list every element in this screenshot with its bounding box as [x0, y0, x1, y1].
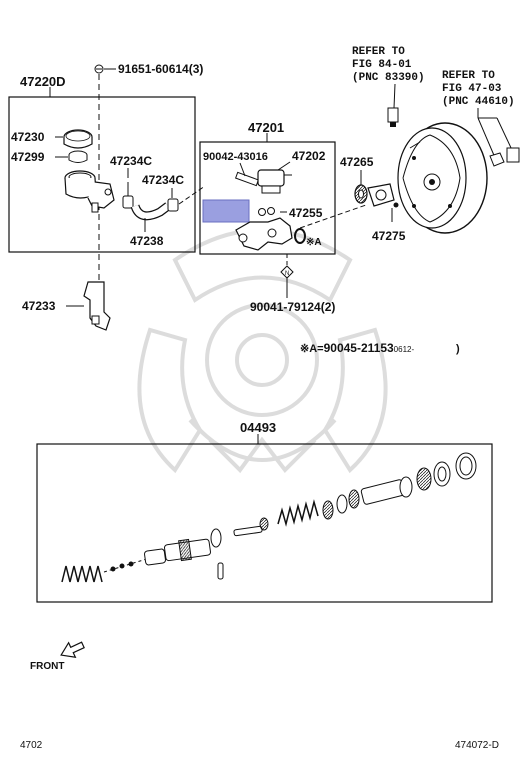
bolt-top-label: 91651-60614(3) [118, 62, 203, 76]
note-prefix: ※A= [300, 343, 324, 355]
refer-47-block[interactable]: REFER TO FIG 47-03 (PNC 44610) [442, 70, 515, 108]
hose-clip-b-icon[interactable] [167, 198, 179, 212]
nut-bottom-label: 90041-79124(2) [250, 300, 335, 314]
hose-label: 47238 [130, 234, 164, 248]
front-label: FRONT [30, 661, 64, 672]
spacer-icon[interactable] [367, 183, 395, 207]
note-a-marker: ※A [306, 237, 322, 248]
ref-84-line1: REFER TO [352, 46, 405, 58]
bracket-icon[interactable] [83, 281, 111, 331]
master-cylinder-group-box: 47201 [199, 120, 336, 255]
small-ring-icons[interactable] [258, 207, 275, 216]
seal-label: 47255 [289, 206, 323, 220]
reservoir-grommet-label: 47202 [292, 149, 326, 163]
bracket-label: 47233 [22, 299, 56, 313]
note-part: 90045-21153 [324, 341, 394, 355]
kit-group-box: 04493 [36, 420, 493, 603]
front-arrow-icon [60, 641, 85, 659]
spacer-label: 47275 [372, 229, 406, 243]
highlight-box[interactable] [202, 199, 250, 223]
plug-a-label: 90042-43016 [203, 151, 268, 163]
seal-icon[interactable] [294, 228, 306, 244]
refer-84-block[interactable]: REFER TO FIG 84-01 (PNC 83390) [352, 46, 425, 84]
svg-text:N: N [285, 271, 289, 277]
ref-47-line1: REFER TO [442, 70, 495, 82]
hose-icon[interactable] [130, 202, 171, 221]
master-cylinder-group-label: 47201 [248, 120, 284, 135]
ref-84-line3: (PNC 83390) [352, 72, 425, 84]
ref-84-line2: FIG 84-01 [352, 59, 412, 71]
note-line: ※A=90045-211530612- ) [300, 341, 460, 355]
reservoir-body-icon[interactable] [64, 170, 115, 213]
brake-booster-icon[interactable] [397, 122, 488, 234]
hose-clip-b-label: 47234C [142, 173, 184, 187]
ref-47-line3: (PNC 44610) [442, 96, 515, 108]
footer-right: 474072-D [455, 740, 499, 751]
booster-nut-icons[interactable] [489, 147, 520, 167]
hose-clip-a-icon[interactable] [122, 182, 134, 209]
note-suffix: ) [456, 343, 460, 355]
ref-47-line2: FIG 47-03 [442, 83, 502, 95]
nut-bottom-icon: N [280, 265, 294, 279]
cap-label: 47230 [11, 130, 45, 144]
gasket-label: 47265 [340, 155, 374, 169]
kit-group-label: 04493 [240, 420, 276, 435]
watermark-emblem [137, 228, 388, 474]
bolt-top-icon [94, 64, 104, 74]
hose-clip-a-label: 47234C [110, 154, 152, 168]
reservoir-grommet-icon[interactable] [257, 169, 292, 194]
gasket-icon[interactable] [354, 184, 368, 204]
note-date: 0612- [394, 345, 415, 354]
reservoir-group-box: 47220D [8, 74, 196, 253]
strainer-label: 47299 [11, 150, 45, 164]
sensor-switch-icon[interactable] [387, 107, 399, 127]
strainer-icon[interactable] [68, 150, 88, 163]
master-cylinder-body-icon[interactable] [235, 217, 293, 251]
reservoir-cap-icon[interactable] [63, 129, 93, 149]
plug-pin-icon[interactable] [234, 171, 260, 187]
footer-left: 4702 [20, 740, 43, 751]
svg-text:※A=90045-211530612-: ※A=90045-211530612- [300, 341, 414, 355]
kit-parts-icon[interactable] [61, 452, 477, 583]
reservoir-group-label: 47220D [20, 74, 66, 89]
